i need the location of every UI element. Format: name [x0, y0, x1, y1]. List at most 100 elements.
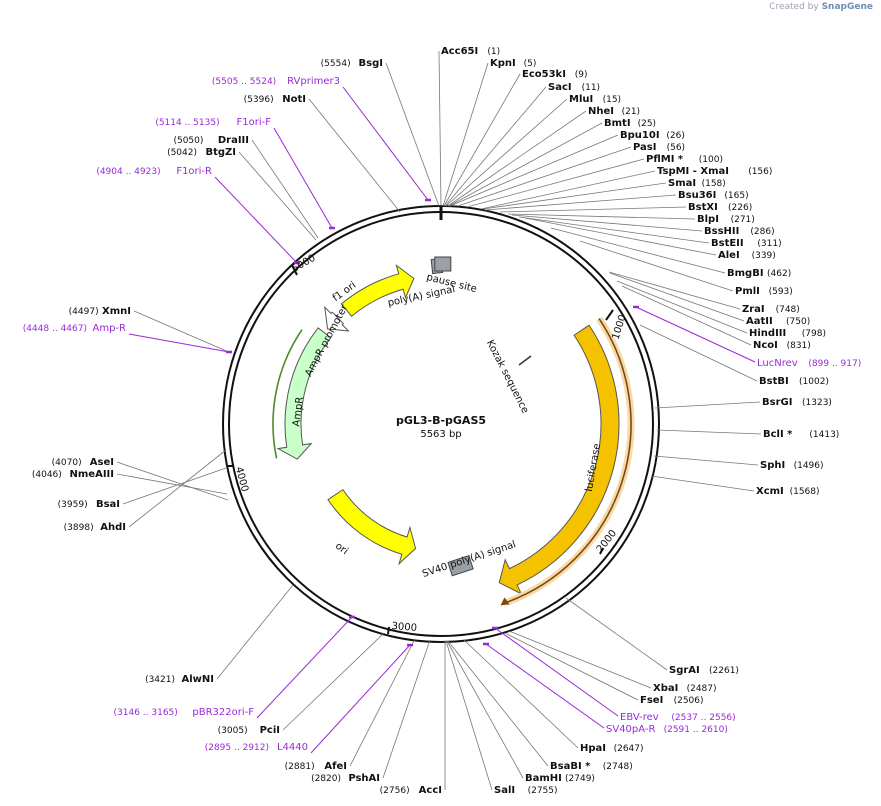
- site-position: (226): [728, 203, 752, 213]
- site-name: BmgBI: [727, 268, 764, 279]
- primer-rvprimer3: RVprimer3(5505 .. 5524): [212, 76, 340, 87]
- site-name: NmeAIII: [70, 469, 114, 480]
- primer-name: LucNrev: [757, 358, 798, 369]
- site-asei: AseI(4070): [52, 457, 114, 468]
- tick-mark-5000: [291, 264, 298, 276]
- primer-leader-lucnrev: [635, 306, 756, 363]
- site-leader-xcmi: [650, 475, 755, 492]
- site-position: (165): [724, 191, 748, 201]
- site-leader-kpni: [442, 62, 489, 207]
- site-name: SacI: [548, 82, 572, 93]
- site-pshai: PshAI(2820): [311, 773, 380, 784]
- site-leader-tspmi-xmai: [480, 170, 656, 210]
- site-position: (2748): [603, 762, 633, 772]
- site-pcii: PciI(3005): [218, 725, 280, 736]
- site-name: BsrGI: [762, 397, 792, 408]
- site-noti: NotI(5396): [244, 94, 306, 105]
- site-acci: AccI(2756): [380, 785, 442, 796]
- primer-name: F1ori-F: [237, 117, 272, 128]
- site-leader-bmgbi: [550, 227, 726, 274]
- site-nhei: NheI(21): [588, 106, 640, 117]
- primer-ebv-rev: EBV-rev(2537 .. 2556): [620, 712, 736, 723]
- primer-l4440: L4440(2895 .. 2912): [205, 742, 308, 753]
- site-name: Eco53kI: [522, 69, 566, 80]
- site-position: (1002): [799, 377, 829, 387]
- site-position: (798): [802, 329, 826, 339]
- site-position: (3959): [58, 500, 88, 510]
- primer-leader-sv40pa-r: [485, 643, 605, 729]
- site-leader-pshai: [382, 639, 431, 779]
- site-leader-alwni: [216, 584, 294, 680]
- site-name: HindIII: [749, 328, 786, 339]
- ampr-strand: [272, 329, 303, 459]
- site-name: BssHII: [704, 226, 739, 237]
- site-leader-xmni: [133, 310, 232, 354]
- site-leader-hindiii: [616, 280, 748, 334]
- primer-leader-pbr322ori-f: [256, 616, 353, 719]
- site-leader-bsgi: [385, 62, 440, 207]
- site-name: BclI *: [763, 429, 793, 440]
- site-name: Acc65I: [441, 46, 478, 57]
- site-leader-bpu10i: [449, 134, 619, 207]
- site-name: AccI: [419, 785, 442, 796]
- site-leader-pmli: [579, 240, 734, 292]
- site-position: (1496): [794, 461, 824, 471]
- site-position: (4070): [52, 458, 82, 468]
- site-leader-fsei: [504, 632, 639, 701]
- site-position: (831): [787, 341, 811, 351]
- primer-f1ori-f: F1ori-F (5114 .. 5135): [155, 117, 271, 128]
- primer-name: L4440: [277, 742, 308, 753]
- site-name: SgrAI: [669, 665, 700, 676]
- primer-name: SV40pA-R: [606, 724, 655, 735]
- site-position: (2261): [709, 666, 739, 676]
- site-xbai: XbaI(2487): [653, 683, 717, 694]
- site-bsrgi: BsrGI (1323): [762, 397, 832, 408]
- primer-range: (5114 .. 5135): [155, 118, 219, 128]
- plasmid-length: 5563 bp: [420, 429, 461, 440]
- site-saci: SacI (11): [548, 82, 600, 93]
- feature-label-ampr: AmpR: [291, 396, 306, 427]
- site-position: (748): [776, 305, 800, 315]
- site-name: MluI: [569, 94, 593, 105]
- primer-range: (4448 .. 4467): [23, 324, 87, 334]
- site-position: (1323): [802, 398, 832, 408]
- site-name: BlpI: [697, 214, 719, 225]
- site-leader-bsrgi: [654, 401, 761, 409]
- site-position: (56): [667, 143, 685, 153]
- site-name: BstXI: [688, 202, 718, 213]
- site-position: (5): [524, 59, 537, 69]
- ampr-promoter-arrow: [324, 305, 350, 332]
- primer-range: (3146 .. 3165): [114, 708, 178, 718]
- site-position: (5050): [173, 136, 203, 146]
- site-name: FseI: [640, 695, 663, 706]
- site-position: (11): [582, 83, 600, 93]
- site-draiii: DraIII(5050): [173, 135, 249, 146]
- site-bsshii: BssHII(286): [704, 226, 775, 237]
- tick-mark-2000: [599, 547, 604, 555]
- site-name: PasI: [633, 142, 656, 153]
- primer-leader-rvprimer3: [342, 86, 429, 201]
- site-ahdi: AhdI(3898): [64, 522, 126, 533]
- site-leader-afei: [349, 638, 416, 767]
- site-name: SalI: [494, 785, 515, 796]
- site-name: KpnI: [490, 58, 516, 69]
- site-name: Bpu10I: [620, 130, 660, 141]
- luciferase-strand-head: [500, 597, 510, 606]
- site-leader-noti: [308, 98, 401, 213]
- site-leader-alei: [524, 217, 717, 256]
- site-leader-bmti: [448, 122, 603, 207]
- site-position: (2755): [528, 786, 558, 796]
- site-name: AlwNI: [182, 674, 215, 685]
- site-name: BtgZI: [205, 147, 236, 158]
- site-mlui: MluI(15): [569, 94, 621, 105]
- site-name: BsaI: [96, 499, 120, 510]
- site-name: BstEII: [711, 238, 744, 249]
- site-position: (2647): [614, 744, 644, 754]
- primer-range: (4904 .. 4923): [96, 167, 160, 177]
- site-position: (1413): [809, 430, 839, 440]
- site-hindiii: HindIII (798): [749, 328, 826, 339]
- site-position: (9): [575, 70, 588, 80]
- primer-name: F1ori-R: [176, 166, 212, 177]
- site-bsabi: BsaBI *(2748): [550, 761, 633, 772]
- site-name: BamHI: [525, 773, 562, 784]
